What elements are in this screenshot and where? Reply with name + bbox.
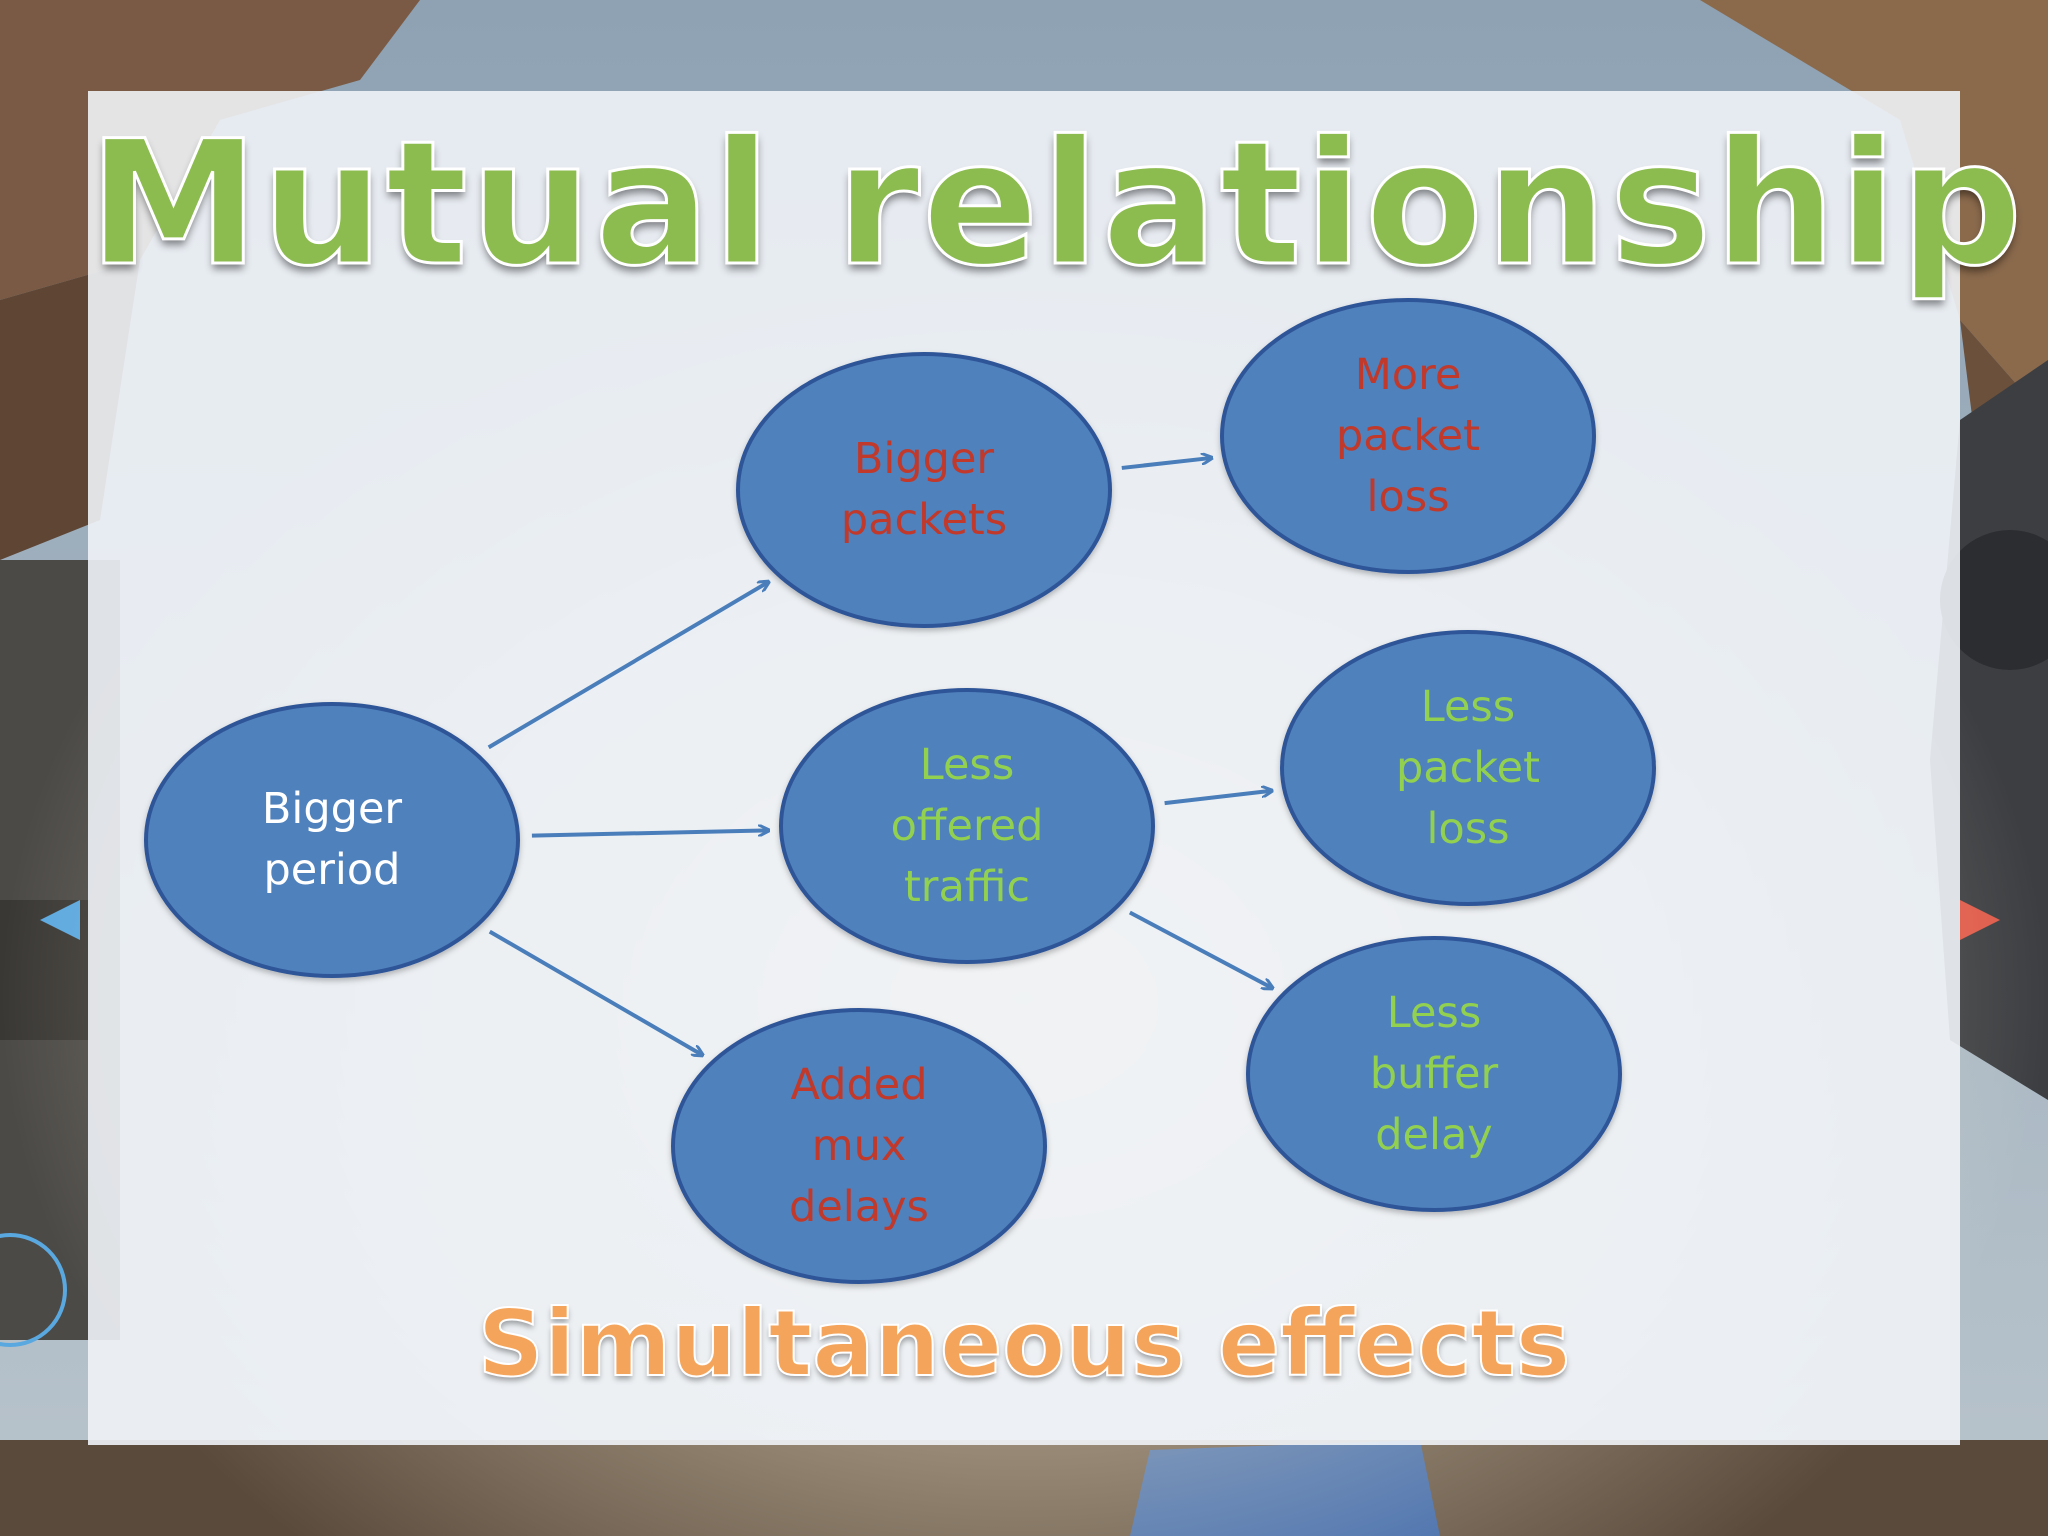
slide-title: Mutual relationship (87, 103, 2025, 304)
node-bigger-packets (736, 352, 1112, 628)
node-bigger-period (144, 702, 520, 978)
arrow-less-offered-traffic-to-less-buffer-delay (1128, 910, 1271, 987)
edges-layer (487, 458, 1271, 1055)
arrow-bigger-period-to-less-offered-traffic (531, 830, 767, 838)
arrow-less-offered-traffic-to-less-packet-loss (1164, 791, 1271, 806)
arrow-bigger-packets-to-more-packet-loss (1121, 458, 1210, 470)
node-added-mux-delays (671, 1008, 1047, 1284)
slide-subtitle: Simultaneous effects (477, 1290, 1572, 1397)
node-more-packet-loss (1220, 298, 1596, 574)
arrow-bigger-period-to-added-mux-delays (488, 929, 701, 1055)
nodes-layer (144, 298, 1656, 1284)
node-less-buffer-delay (1246, 936, 1622, 1212)
node-less-offered-traffic (779, 688, 1155, 964)
arrow-bigger-period-to-bigger-packets (487, 583, 768, 750)
node-less-packet-loss (1280, 630, 1656, 906)
